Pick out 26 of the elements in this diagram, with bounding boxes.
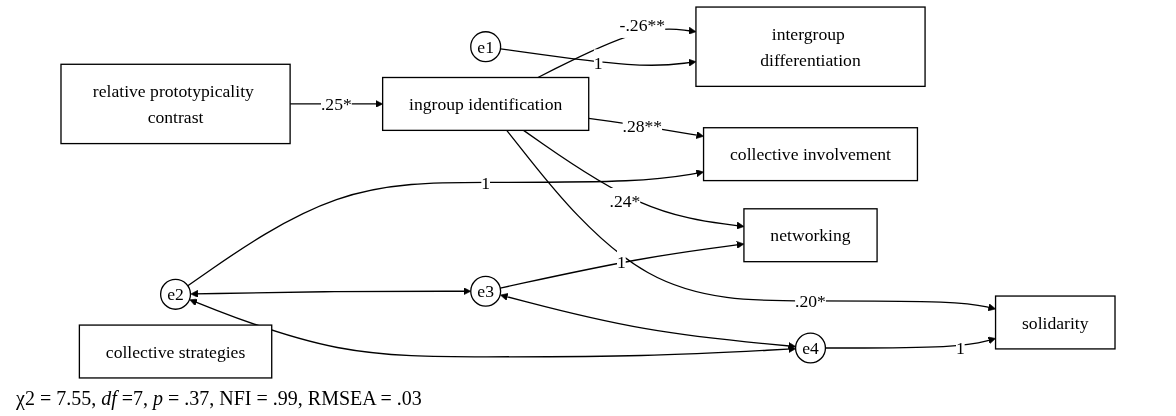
- node-circle: e1: [470, 31, 502, 63]
- edge-label: .20*: [795, 291, 826, 311]
- node-circle: e2: [159, 278, 192, 310]
- edge-label: -.26**: [619, 14, 666, 35]
- node-box: ingroup identification: [381, 76, 590, 132]
- edge-label: .24*: [609, 191, 641, 211]
- arrow: [187, 169, 704, 287]
- node-box: collective strategies: [78, 324, 273, 379]
- edge-label: .28**: [622, 116, 663, 136]
- arrow: [500, 293, 796, 350]
- node-box: intergroup differentiation: [695, 6, 926, 87]
- edge-label: 1: [955, 338, 965, 358]
- node-box: networking: [743, 208, 878, 263]
- edge-label: 1: [593, 52, 603, 73]
- node-box: relative prototypicality contrast: [60, 63, 291, 145]
- node-circle: e3: [470, 275, 502, 307]
- edge-label: .25*: [320, 94, 352, 114]
- fit-statistics-note: χ2 = 7.55, df =7, p = .37, NFI = .99, RMSEA = .03: [16, 387, 423, 410]
- arrow: [189, 298, 796, 358]
- node-box: solidarity: [994, 295, 1116, 350]
- edge-label: 1: [616, 252, 626, 272]
- node-box: collective involvement: [702, 127, 919, 182]
- arrow: [190, 287, 472, 298]
- node-circle: e4: [794, 332, 827, 364]
- arrow: [506, 129, 996, 312]
- edge-label: 1: [481, 172, 491, 193]
